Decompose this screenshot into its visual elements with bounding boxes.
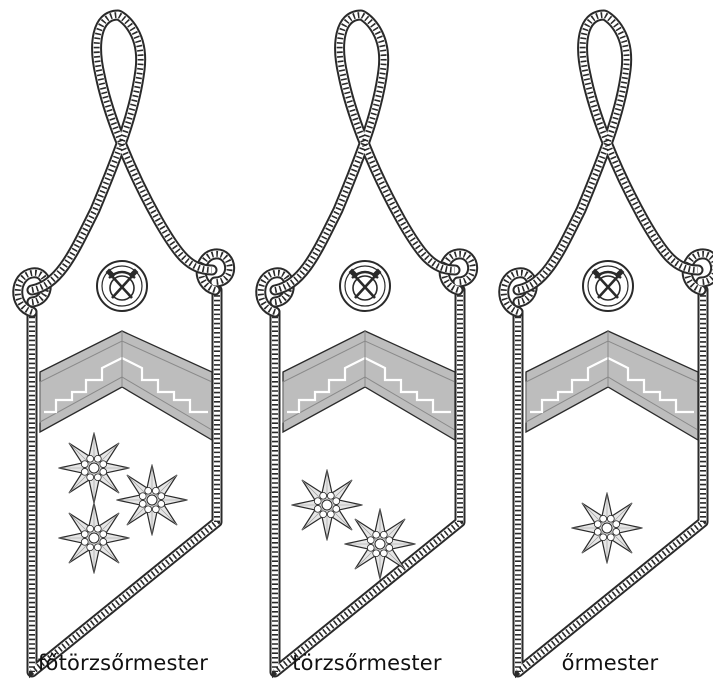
eight-point-star-icon [292, 470, 362, 540]
eight-point-star-icon [59, 503, 129, 573]
cord-top-loop [275, 15, 455, 290]
crossed-hammer-and-pick-icon [97, 261, 147, 311]
cord-top-loop [518, 15, 698, 290]
crossed-hammer-and-pick-icon [340, 261, 390, 311]
eight-point-star-icon [572, 493, 642, 563]
eight-point-star-icon [345, 509, 415, 579]
crossed-hammer-and-pick-icon [583, 261, 633, 311]
eight-point-star-icon [59, 433, 129, 503]
cord-top-loop [32, 15, 212, 290]
eight-point-star-icon [117, 465, 187, 535]
insignia-1 [18, 15, 230, 672]
insignia-3 [504, 15, 713, 672]
rank-label-ormester: őrmester [491, 651, 713, 675]
insignia-2 [261, 15, 473, 672]
rank-label-torzsormester: törzsőrmester [248, 651, 486, 675]
rank-label-fotorzsormester: főtörzsőrmester [4, 651, 242, 675]
